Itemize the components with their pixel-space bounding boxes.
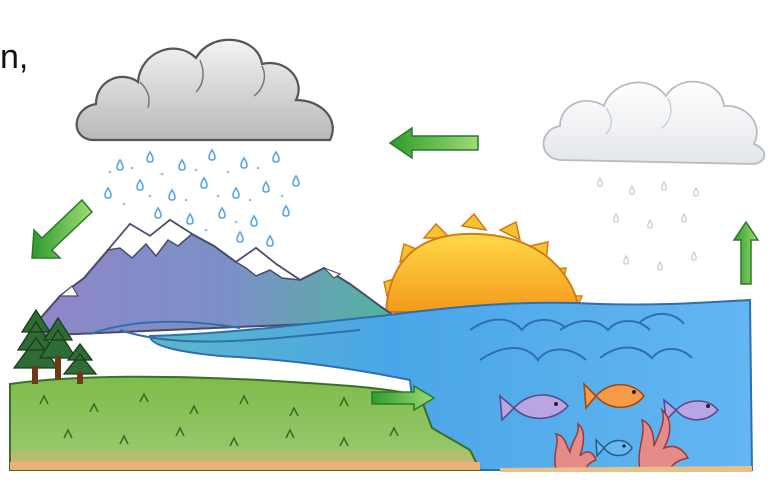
sun-icon bbox=[383, 212, 584, 313]
arrow-down-left-icon bbox=[31, 198, 94, 259]
raindrops-group bbox=[104, 148, 300, 247]
arrow-up-icon bbox=[732, 220, 760, 285]
fish-icon bbox=[595, 438, 633, 458]
arrow-right-icon bbox=[371, 384, 436, 412]
rain-dots bbox=[108, 166, 284, 232]
seabed bbox=[500, 466, 752, 472]
pine-tree-icon bbox=[12, 308, 98, 384]
vapor-cloud-icon bbox=[542, 80, 766, 165]
coral-icon bbox=[638, 407, 690, 471]
arrow-left-icon bbox=[388, 126, 479, 160]
coral-icon bbox=[554, 422, 597, 471]
water-body bbox=[89, 298, 754, 471]
mountains bbox=[29, 218, 403, 338]
rain-cloud-icon bbox=[75, 38, 334, 142]
vapor-drops bbox=[597, 176, 699, 271]
caption-fragment: n, bbox=[0, 38, 29, 76]
fish-icon bbox=[499, 394, 570, 422]
fish-icon bbox=[583, 381, 645, 411]
fish-icon bbox=[663, 398, 720, 422]
ground bbox=[9, 375, 482, 471]
